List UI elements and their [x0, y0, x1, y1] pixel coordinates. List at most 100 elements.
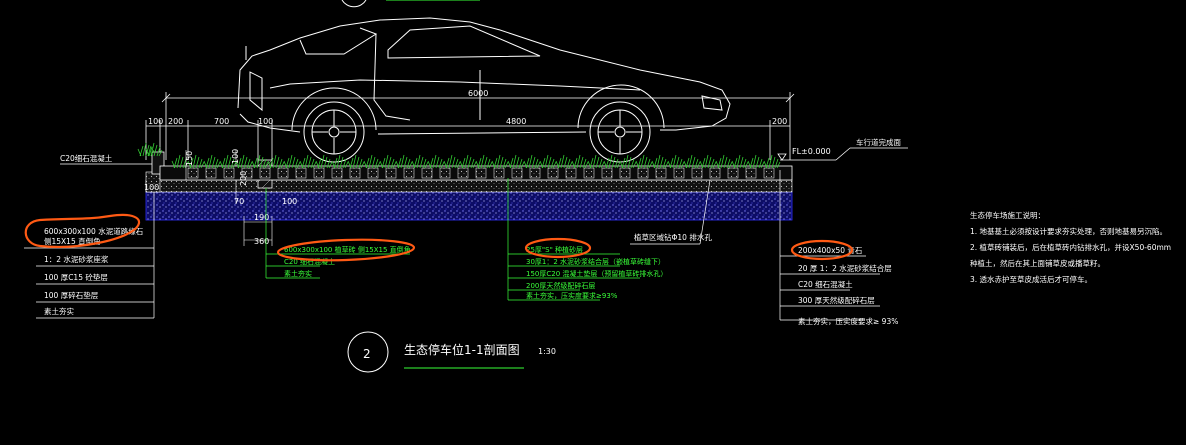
car-outline: [237, 17, 731, 163]
paver-block: [727, 167, 739, 179]
grass-tuft: [411, 154, 429, 169]
paver-block: [601, 167, 613, 179]
grass-tuft: [635, 154, 653, 169]
grass-tuft: [395, 154, 413, 169]
left-top-label: C20细石混凝土: [60, 153, 113, 163]
paver-block: [313, 167, 325, 179]
grass-tuft: [219, 154, 237, 169]
left-label-1: 600x300x100 水泥道路缘石 侧15X15 直倒角: [44, 226, 146, 246]
paver-block: [259, 167, 271, 179]
left-label-3: 100 厚C15 砼垫层: [44, 272, 108, 282]
paver-block: [565, 167, 577, 179]
right-label-1: 200x400x50 青石: [798, 245, 863, 255]
mid-label-4: 200厚天然级配碎石层: [526, 281, 595, 290]
notes-item-2: 2. 植草砖铺装后，后在植草砖内钻排水孔，并设X50-60mm: [970, 242, 1171, 252]
paver-block: [331, 167, 343, 179]
paver-block: [277, 167, 289, 179]
level-label: FL±0.000: [792, 147, 831, 156]
grass-tuft: [491, 154, 509, 169]
grass-tuft: [683, 154, 701, 169]
grass-tuft: [507, 154, 525, 169]
grass-tuft: [347, 154, 365, 169]
caption-title: 生态停车位1-1剖面图: [404, 342, 520, 357]
mid-left-label-1: 600x300x100 植草砖 侧15X15 直倒角: [284, 245, 411, 254]
grass-tuft: [235, 154, 253, 169]
dim-v100: 100: [231, 149, 240, 164]
right-label-2: 20 厚 1：2 水泥砂浆结合层: [798, 263, 892, 273]
paver-block: [475, 167, 487, 179]
paver-block: [619, 167, 631, 179]
grass-tuft: [299, 154, 317, 169]
dim-200a: 200: [168, 117, 183, 126]
right-label-5: 素土夯实，压实度要求≥ 93%: [798, 316, 898, 326]
grass-tuft: [187, 154, 205, 169]
left-leader-lines: [24, 192, 155, 319]
paver-block: [385, 167, 397, 179]
paver-block: [529, 167, 541, 179]
dim-v200: 200: [239, 171, 248, 186]
highlight-mid-left: [276, 238, 416, 262]
paver-block: [763, 167, 775, 179]
grass-tuft: [315, 154, 333, 169]
paver-block: [583, 167, 595, 179]
mid-left-leader: [265, 188, 410, 279]
paver-block: [187, 167, 199, 179]
grass-tuft: [475, 154, 493, 169]
paver-block: [655, 167, 667, 179]
left-label-4: 100 厚碎石垫层: [44, 290, 99, 300]
paver-block: [403, 167, 415, 179]
grass-tuft: [699, 154, 717, 169]
grass-tuft: [651, 154, 669, 169]
paver-block: [421, 167, 433, 179]
paver-block: [745, 167, 757, 179]
dim-h360: 360: [254, 237, 269, 246]
paver-block: [673, 167, 685, 179]
gravel-base-layer: [145, 191, 793, 221]
paver-block: [493, 167, 505, 179]
paver-block: [439, 167, 451, 179]
drain-leader-b: [699, 179, 711, 245]
grass-tuft: [459, 154, 477, 169]
right-label-3: C20 细石混凝土: [798, 279, 853, 289]
grass-tuft: [747, 154, 765, 169]
grass-tuft: [763, 154, 781, 169]
grass-tufts: [137, 142, 781, 169]
dim-v150: 150: [185, 151, 194, 166]
mid-label-1: 25厚"S" 种植砂层: [526, 245, 583, 254]
notes-item-4: 3. 透水赤护至草皮成活后才可停车。: [970, 274, 1092, 284]
right-leader: [779, 170, 880, 321]
grass-tuft: [715, 154, 733, 169]
dim-100a: 100: [148, 117, 163, 126]
drain-label: 植草区域钻Φ10 排水孔: [634, 232, 712, 242]
grass-tuft: [587, 154, 605, 169]
caption-circle: [347, 331, 389, 373]
paver-block: [457, 167, 469, 179]
grass-tuft: [251, 154, 269, 169]
dim-h100: 100: [144, 183, 159, 192]
notes-item-1: 1. 地基基土必须按设计要求夯实处理，否则地基易另沉陷。: [970, 226, 1167, 236]
dim-h100b: 100: [282, 197, 297, 206]
paver-block: [367, 167, 379, 179]
dim-h70: 70: [234, 197, 244, 206]
paver-block: [349, 167, 361, 179]
dim-190-360: [243, 216, 273, 246]
highlight-mid: [524, 237, 592, 259]
grass-tuft: [171, 154, 189, 169]
dimension-row: [145, 120, 790, 160]
level-marker: [777, 147, 908, 161]
dim-overall-text: 6000: [468, 89, 488, 98]
grass-tuft: [203, 154, 221, 169]
grass-tuft: [571, 154, 589, 169]
top-cut-circle: [341, 0, 367, 8]
dim-700: 700: [214, 117, 229, 126]
road-label: 车行道完成面: [856, 137, 901, 147]
notes-item-3: 种植土，然后在其上面铺草皮或播草籽。: [970, 258, 1105, 268]
dim-h190: 190: [254, 213, 269, 222]
grass-tuft: [603, 154, 621, 169]
grass-tuft: [145, 142, 163, 157]
notes-title: 生态停车场施工说明：: [970, 210, 1045, 220]
grass-tuft: [731, 154, 749, 169]
mid-label-2: 30厚1：2 水泥砂浆结合层（嵌植草砖缝下）: [526, 257, 665, 266]
dim-4800: 4800: [506, 117, 526, 126]
grass-tuft: [619, 154, 637, 169]
